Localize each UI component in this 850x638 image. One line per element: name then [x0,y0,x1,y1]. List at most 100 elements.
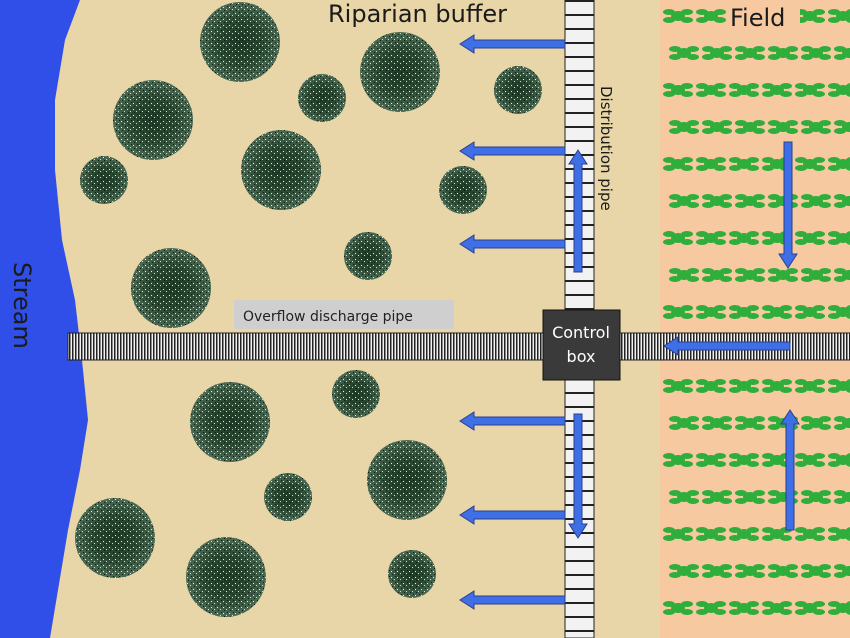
crop-plant-icon [768,268,798,282]
crop-plant-icon [735,46,765,60]
crop-plant-icon [768,46,798,60]
crop-plant-icon [702,490,732,504]
field-title-bg [726,0,800,34]
shrub-icon [200,2,280,82]
crop-plant-icon [696,527,726,541]
crop-plant-icon [669,46,699,60]
crop-plant-icon [669,120,699,134]
crop-plant-icon [729,305,759,319]
flow-arrow-icon [459,234,566,254]
flow-arrow-icon [568,149,588,273]
crop-plant-icon [729,453,759,467]
crop-plant-icon [669,490,699,504]
crop-plant-icon [696,453,726,467]
shrub-icon [344,232,392,280]
crop-plant-icon [663,157,693,171]
flow-arrow-icon [459,590,566,610]
crop-plant-icon [762,601,792,615]
crop-plant-icon [801,490,831,504]
crop-plant-icon [702,46,732,60]
crop-plant-icon [828,157,850,171]
crop-plant-icon [729,157,759,171]
crop-plant-icon [696,305,726,319]
stream-label: Stream [8,262,36,349]
crop-plant-icon [663,83,693,97]
crop-plant-icon [702,120,732,134]
flow-arrows [459,34,800,610]
flow-arrow-icon [459,141,566,161]
control-box [542,309,621,381]
crop-plant-icon [834,120,850,134]
crop-plant-icon [729,601,759,615]
crop-plant-icon [828,9,850,23]
crop-plant-icon [735,194,765,208]
crop-plant-icon [801,194,831,208]
crop-plant-icon [801,564,831,578]
crop-plant-icon [762,231,792,245]
crop-plant-icon [834,268,850,282]
crop-plant-icon [702,416,732,430]
flow-arrow-icon [780,409,800,531]
field-title: Field [730,4,785,32]
crop-plant-icon [729,527,759,541]
control-box-label-line2: box [567,347,596,366]
shrub-icon [241,130,321,210]
crop-plant-icon [663,527,693,541]
stream-water [0,0,88,638]
crop-plant-icon [669,564,699,578]
flow-arrow-icon [663,336,791,356]
crop-plant-icon [696,157,726,171]
crop-plant-icon [735,268,765,282]
shrub-icon [388,550,436,598]
crop-plant-icon [696,83,726,97]
shrub-icon [298,74,346,122]
crop-plant-icon [663,9,693,23]
crop-plant-icon [696,601,726,615]
shrub-icon [113,80,193,160]
crop-plant-icon [795,527,825,541]
crop-plant-icon [696,231,726,245]
crop-plant-icon [834,490,850,504]
shrub-icon [80,156,128,204]
crop-plant-icon [801,46,831,60]
crop-plant-icon [828,231,850,245]
crop-plant-icon [702,564,732,578]
crop-plant-icon [795,305,825,319]
crop-plant-icon [834,46,850,60]
shrub-icon [439,166,487,214]
riparian-buffer-title: Riparian buffer [328,0,507,28]
crop-plant-icon [702,194,732,208]
crop-plant-icon [834,194,850,208]
crop-plant-icon [735,490,765,504]
shrub-icon [186,537,266,617]
crop-plant-icon [729,379,759,393]
crop-plant-icon [828,453,850,467]
flow-arrow-icon [459,505,566,525]
shrub-group [75,2,542,617]
crop-plant-icon [663,601,693,615]
crop-plant-icon [735,564,765,578]
crop-plant-icon [795,453,825,467]
crop-plant-icon [729,231,759,245]
crop-plant-icon [801,120,831,134]
crop-plant-icon [795,157,825,171]
shrub-icon [360,32,440,112]
shrub-icon [264,473,312,521]
overflow-label: Overflow discharge pipe [243,309,413,325]
crop-plant-icon [735,120,765,134]
flow-arrow-icon [568,413,588,539]
crop-plant-icon [663,379,693,393]
crop-plant-icon [795,379,825,393]
shrub-icon [75,498,155,578]
crop-plant-icon [795,83,825,97]
crop-plant-icon [663,453,693,467]
crop-plant-icon [669,416,699,430]
crop-plant-icon [663,305,693,319]
flow-arrow-icon [459,34,566,54]
crop-plant-icon [768,564,798,578]
crop-plant-icon [696,9,726,23]
crop-plant-icon [834,416,850,430]
flow-arrow-icon [459,411,566,431]
crop-plant-icon [762,83,792,97]
